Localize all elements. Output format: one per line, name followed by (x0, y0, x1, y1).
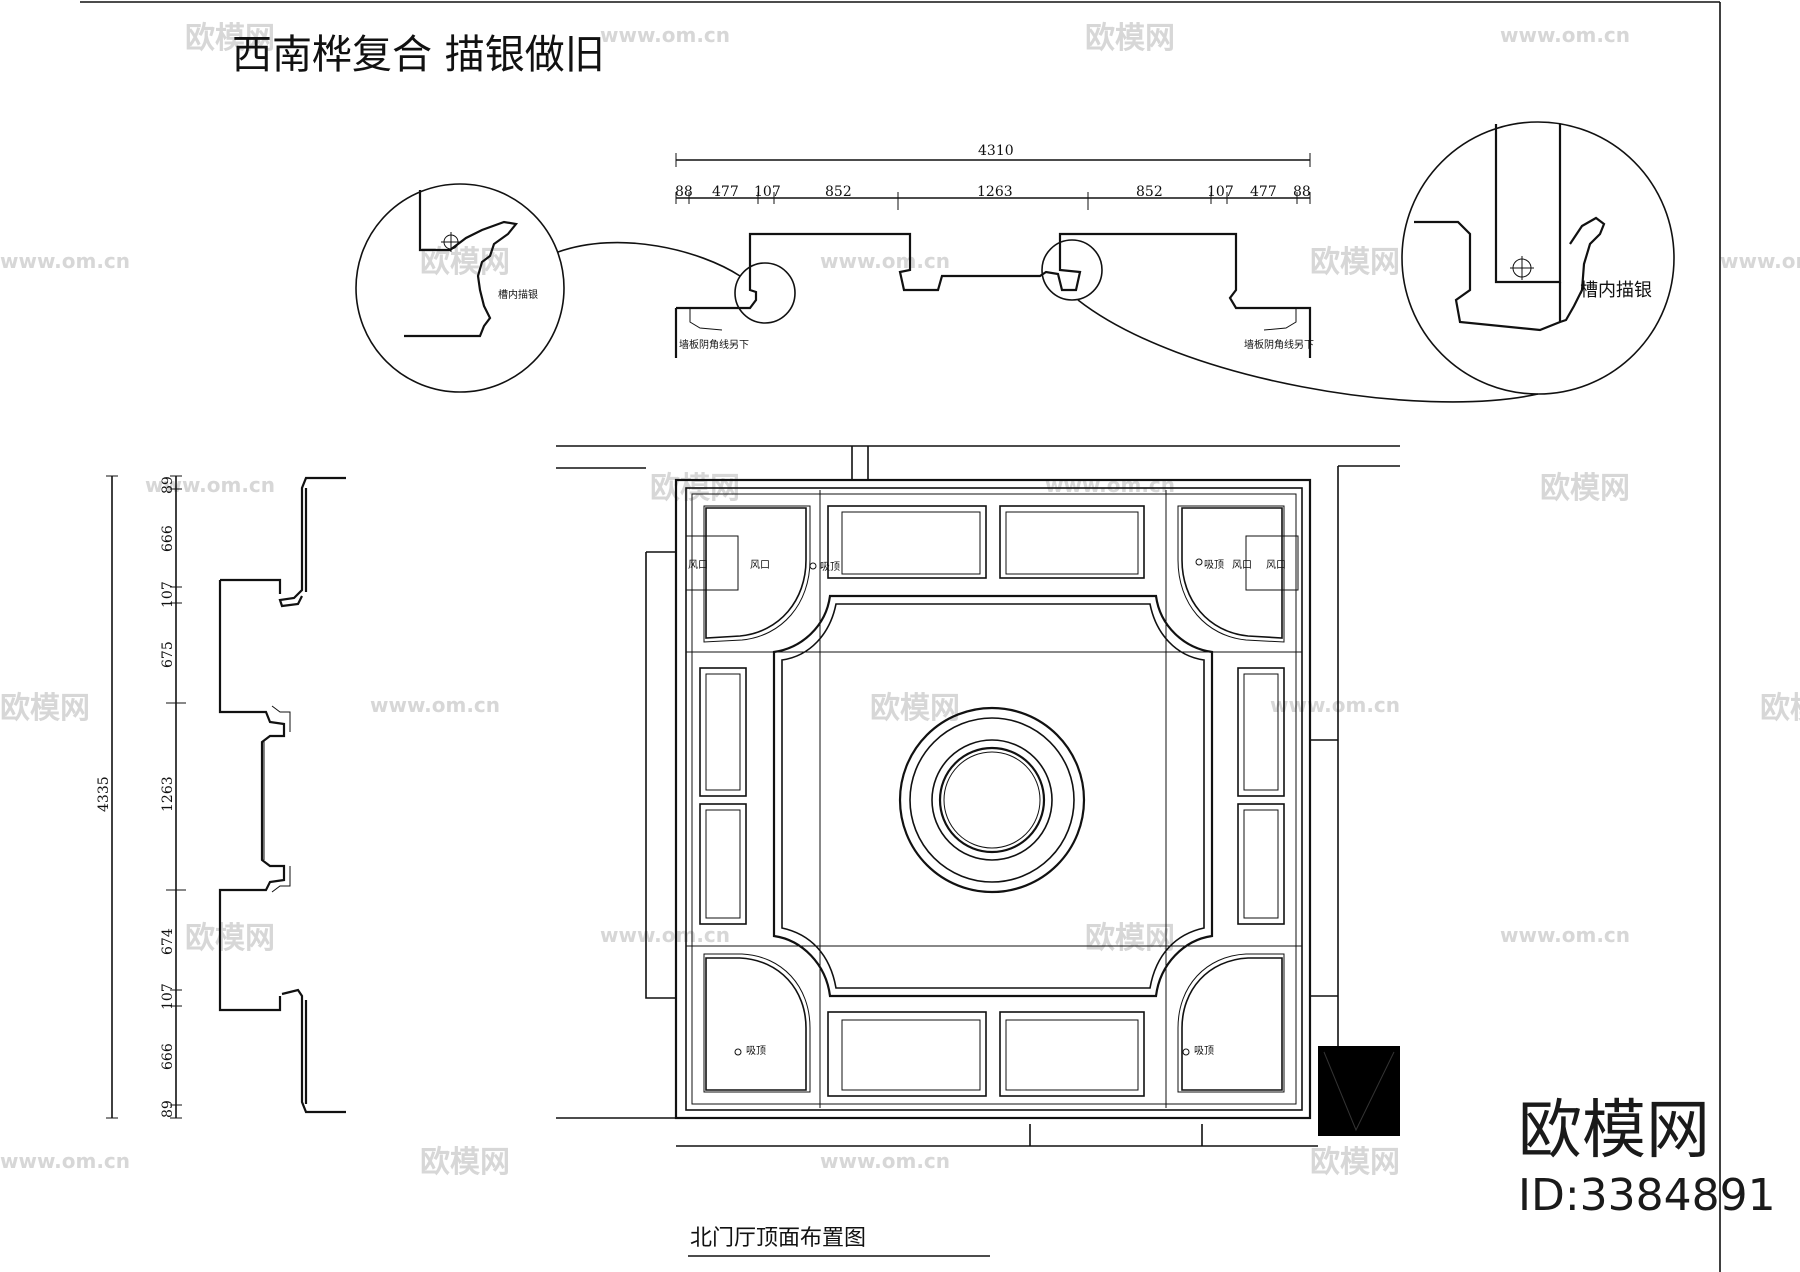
central-octagon (772, 594, 1214, 998)
side-dim-3: 107 (160, 581, 176, 608)
detail-circle-right (1401, 121, 1675, 395)
ceiling-plan: 风口 风口 风口 风口 吸顶 吸顶 吸顶 吸顶 (556, 445, 1400, 1147)
lamp-marker (1182, 1048, 1190, 1056)
vent-box-left (685, 535, 739, 591)
faint-watermark-url: www.om.cn (820, 1149, 950, 1173)
detail-callout-right (1041, 239, 1103, 301)
top-dim-6: 852 (1136, 184, 1163, 200)
panel-top-1 (827, 505, 987, 579)
top-total-dim: 4310 (978, 143, 1014, 159)
top-profile (674, 232, 1312, 358)
lamp-label-4: 吸顶 (1194, 1045, 1214, 1057)
faint-watermark-url: www.om.cn (1720, 249, 1800, 273)
faint-watermark: 欧模网 (1310, 1145, 1400, 1180)
vent-label-1: 风口 (688, 559, 708, 571)
top-section: 4310 88 477 107 852 1263 852 107 477 88 … (674, 143, 1314, 358)
detail-right-label: 槽内描银 (1580, 280, 1652, 301)
side-dim-6: 674 (160, 928, 176, 955)
faint-watermark-url: www.om.cn (820, 249, 950, 273)
lamp-label-3: 吸顶 (746, 1045, 766, 1057)
central-medallion (898, 706, 1086, 894)
faint-watermark-url: www.om.cn (600, 23, 730, 47)
faint-watermark-url: www.om.cn (1045, 473, 1175, 497)
panel-bottom-2 (999, 1011, 1145, 1097)
panel-right-1 (1237, 667, 1285, 797)
faint-watermark-url: www.om.cn (370, 693, 500, 717)
faint-watermark: 欧模网 (0, 691, 90, 726)
watermark-brand: 欧模网 (1518, 1094, 1710, 1168)
faint-watermark: 欧模网 (1085, 21, 1175, 56)
lamp-label-2: 吸顶 (1204, 559, 1224, 571)
corner-panel-bl (705, 957, 807, 1091)
plan-walls (556, 445, 1400, 1147)
panel-top-2 (999, 505, 1145, 579)
vent-box-right (1245, 535, 1299, 591)
lamp-label-1: 吸顶 (820, 561, 840, 573)
detail-circle-left (355, 183, 565, 393)
side-profile (218, 476, 346, 1114)
faint-watermark: 欧模网 (420, 1145, 510, 1180)
side-dim-2: 666 (160, 525, 176, 552)
lamp-marker (734, 1048, 742, 1056)
faint-watermark: 欧模网 (1760, 691, 1800, 726)
faint-watermark: 欧模网 (1085, 921, 1175, 956)
lamp-marker (809, 562, 817, 570)
top-dim-5: 1263 (977, 184, 1013, 200)
side-dim-7: 107 (160, 983, 176, 1010)
top-dim-2: 477 (712, 184, 739, 200)
side-dim-1: 89 (160, 476, 176, 494)
faint-watermark-url: www.om.cn (0, 1149, 130, 1173)
top-dim-1: 88 (675, 184, 693, 200)
faint-watermark-url: www.om.cn (0, 249, 130, 273)
faint-watermarks: 欧模网 www.om.cn 欧模网 www.om.cn www.om.cn 欧模… (0, 21, 1800, 1180)
faint-watermark-url: www.om.cn (1270, 693, 1400, 717)
faint-watermark: 欧模网 (185, 921, 275, 956)
drawing-title: 西南桦复合 描银做旧 (232, 32, 605, 78)
top-note-left: 墙板阴角线另下 (679, 338, 749, 351)
plan-title: 北门厅顶面布置图 (690, 1226, 866, 1251)
side-dim-8: 666 (160, 1043, 176, 1070)
faint-watermark-url: www.om.cn (145, 473, 275, 497)
side-dim-4: 675 (160, 641, 176, 668)
top-note-right: 墙板阴角线另下 (1244, 338, 1314, 351)
side-section: 4335 89 666 107 675 1263 674 107 666 89 (96, 475, 346, 1119)
plan-column (1318, 1046, 1400, 1136)
panel-left-2 (699, 803, 747, 925)
faint-watermark-url: www.om.cn (1500, 23, 1630, 47)
detail-left-label: 槽内描银 (498, 288, 538, 301)
faint-watermark-url: www.om.cn (600, 923, 730, 947)
vent-label-2: 风口 (750, 559, 770, 571)
faint-watermark: 欧模网 (1310, 245, 1400, 280)
vent-label-4: 风口 (1266, 559, 1286, 571)
detail-right: 槽内描银 (1077, 121, 1675, 403)
lamp-marker (1195, 558, 1203, 566)
side-total-dim: 4335 (96, 776, 112, 812)
corner-panel-tr (1181, 507, 1283, 639)
top-dim-8: 477 (1250, 184, 1277, 200)
faint-watermark: 欧模网 (1540, 471, 1630, 506)
top-dim-7: 107 (1207, 184, 1234, 200)
corner-panel-br (1181, 957, 1283, 1091)
detail-left: 槽内描银 (355, 183, 741, 393)
panel-left-1 (699, 667, 747, 797)
vent-label-3: 风口 (1232, 559, 1252, 571)
faint-watermark-url: www.om.cn (1500, 923, 1630, 947)
detail-callout-left (734, 262, 796, 324)
watermark-id: ID:3384891 (1518, 1170, 1776, 1221)
top-dim-4: 852 (825, 184, 852, 200)
panel-right-2 (1237, 803, 1285, 925)
top-dim-9: 88 (1293, 184, 1311, 200)
side-dim-9: 89 (160, 1100, 176, 1118)
ceiling-outer-frame (674, 478, 1312, 1120)
panel-bottom-1 (827, 1011, 987, 1097)
top-dim-3: 107 (754, 184, 781, 200)
corner-panel-tl (705, 507, 807, 639)
side-dim-5: 1263 (160, 776, 176, 812)
faint-watermark: 欧模网 (185, 21, 275, 56)
